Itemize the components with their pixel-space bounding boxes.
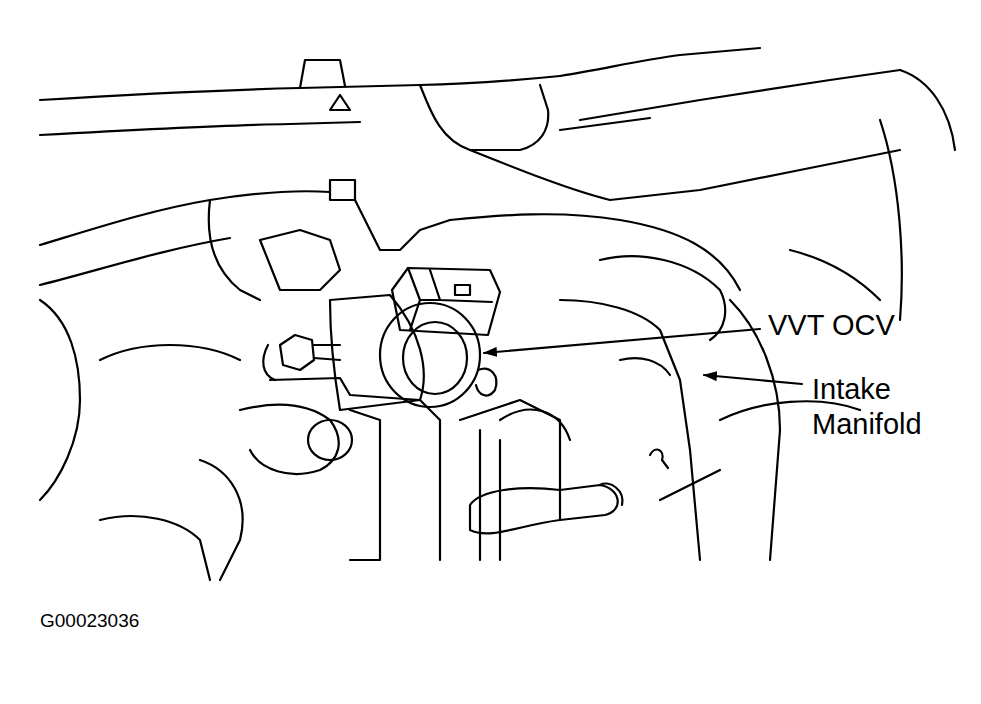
part-label: Intake Manifold — [812, 372, 962, 442]
part-label: VVT OCV — [768, 308, 968, 343]
figure-number: G00023036 — [40, 610, 240, 633]
